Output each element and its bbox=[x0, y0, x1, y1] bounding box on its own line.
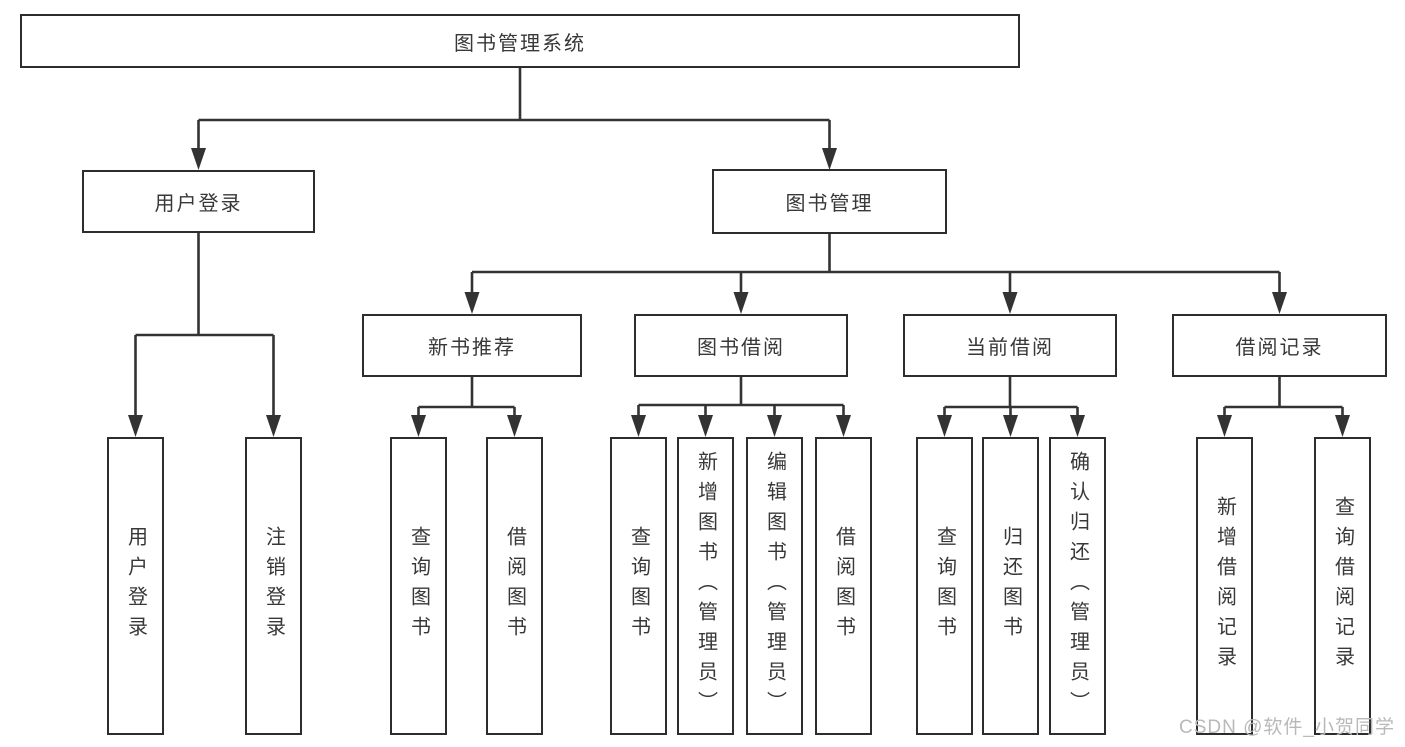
connector-paths bbox=[134, 68, 1344, 419]
node-leaf-edit-books-admin-label: 编辑图书（管理员） bbox=[763, 451, 786, 721]
arrow-down-icon bbox=[1002, 292, 1018, 314]
arrow-down-icon bbox=[937, 415, 952, 437]
arrow-down-icon bbox=[631, 415, 646, 437]
node-root-label: 图书管理系统 bbox=[454, 32, 586, 55]
arrow-down-icon bbox=[733, 292, 749, 314]
arrow-down-icons bbox=[128, 148, 1350, 437]
node-leaf-query-books-2-label: 查询图书 bbox=[627, 526, 650, 646]
node-leaf-add-borrow-record-label: 新增借阅记录 bbox=[1213, 496, 1236, 676]
node-leaf-confirm-return-admin: 确认归还（管理员） bbox=[1049, 437, 1106, 735]
node-new-book-recommend-label: 新书推荐 bbox=[428, 337, 516, 359]
node-borrowing-records: 借阅记录 bbox=[1172, 314, 1387, 377]
node-leaf-query-books-3-label: 查询图书 bbox=[933, 526, 956, 646]
node-new-book-recommend: 新书推荐 bbox=[362, 314, 582, 377]
node-leaf-user-login-label: 用户登录 bbox=[124, 526, 147, 646]
node-leaf-borrow-books-2: 借阅图书 bbox=[815, 437, 872, 735]
node-leaf-add-books-admin: 新增图书（管理员） bbox=[677, 437, 734, 735]
arrow-down-icon bbox=[1272, 292, 1287, 314]
node-borrowing-records-label: 借阅记录 bbox=[1235, 337, 1324, 359]
arrow-down-icon bbox=[191, 148, 206, 170]
node-leaf-query-books-1-label: 查询图书 bbox=[407, 526, 430, 646]
arrow-down-icon bbox=[836, 415, 851, 437]
node-leaf-logout: 注销登录 bbox=[245, 437, 302, 735]
node-root: 图书管理系统 bbox=[20, 14, 1020, 68]
node-current-borrowing: 当前借阅 bbox=[903, 314, 1117, 377]
node-leaf-confirm-return-admin-label: 确认归还（管理员） bbox=[1066, 451, 1089, 721]
arrow-down-icon bbox=[266, 415, 281, 437]
node-leaf-borrow-books-1-label: 借阅图书 bbox=[503, 526, 526, 646]
node-book-management-label: 图书管理 bbox=[785, 193, 874, 215]
node-leaf-return-books: 归还图书 bbox=[982, 437, 1039, 735]
node-leaf-query-borrow-record-label: 查询借阅记录 bbox=[1331, 496, 1354, 676]
node-current-borrowing-label: 当前借阅 bbox=[966, 337, 1054, 359]
arrow-down-icon bbox=[698, 415, 713, 437]
node-leaf-query-books-1: 查询图书 bbox=[390, 437, 447, 735]
arrow-down-icon bbox=[1217, 415, 1232, 437]
node-book-borrowing: 图书借阅 bbox=[634, 314, 848, 377]
node-user-login-label: 用户登录 bbox=[154, 193, 243, 215]
node-leaf-query-books-3: 查询图书 bbox=[916, 437, 973, 735]
arrow-down-icon bbox=[1335, 415, 1350, 437]
arrow-down-icon bbox=[1003, 415, 1018, 437]
node-user-login: 用户登录 bbox=[82, 170, 315, 233]
node-leaf-logout-label: 注销登录 bbox=[262, 526, 285, 646]
arrow-down-icon bbox=[464, 292, 480, 314]
arrow-down-icon bbox=[767, 415, 782, 437]
csdn-watermark: CSDN @软件_小贺同学 bbox=[1179, 717, 1395, 738]
node-leaf-return-books-label: 归还图书 bbox=[999, 526, 1022, 646]
node-book-borrowing-label: 图书借阅 bbox=[697, 337, 785, 359]
node-book-management: 图书管理 bbox=[712, 169, 947, 234]
node-leaf-query-books-2: 查询图书 bbox=[610, 437, 667, 735]
arrow-down-icon bbox=[411, 415, 426, 437]
arrow-down-icon bbox=[1070, 415, 1085, 437]
arrow-down-icon bbox=[822, 148, 837, 170]
node-leaf-add-borrow-record: 新增借阅记录 bbox=[1196, 437, 1253, 735]
arrow-down-icon bbox=[507, 415, 522, 437]
node-leaf-query-borrow-record: 查询借阅记录 bbox=[1314, 437, 1371, 735]
arrow-down-icon bbox=[128, 415, 143, 437]
node-leaf-add-books-admin-label: 新增图书（管理员） bbox=[694, 451, 717, 721]
node-leaf-edit-books-admin: 编辑图书（管理员） bbox=[746, 437, 803, 735]
node-leaf-borrow-books-2-label: 借阅图书 bbox=[832, 526, 855, 646]
node-leaf-borrow-books-1: 借阅图书 bbox=[486, 437, 543, 735]
node-leaf-user-login: 用户登录 bbox=[107, 437, 164, 735]
